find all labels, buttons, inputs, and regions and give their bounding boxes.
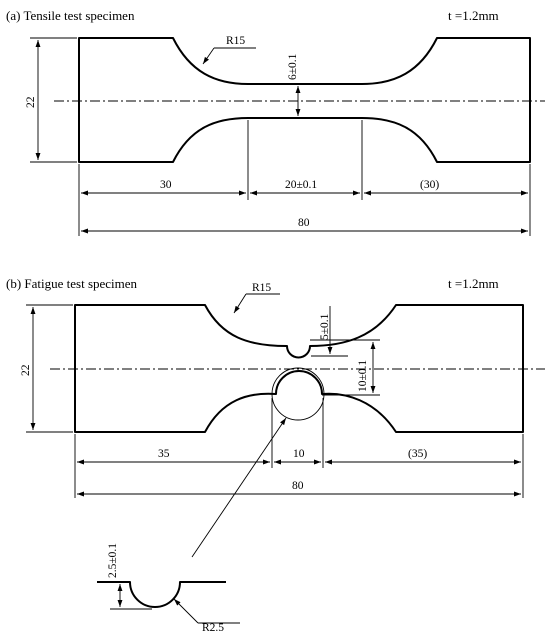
fatigue-radius-leader [233,293,247,314]
detail-leader [191,417,287,558]
fatigue-outline [74,304,524,433]
tensile-left-label: 30 [160,179,172,191]
notch-detail-outline [97,581,226,608]
fatigue-thickness: t =1.2mm [448,276,499,291]
tensile-radius-label: R15 [226,35,245,47]
notch-detail: 2.5±0.1 R2.5 [97,543,240,634]
fatigue-radius-label: R15 [252,282,271,294]
tensile-gauge-label: 20±0.1 [285,179,317,191]
tensile-right-label: (30) [420,179,439,191]
tensile-specimen: (a) Tensile test specimen t =1.2mm R15 6… [6,8,545,236]
tensile-outline [78,37,531,163]
tensile-radius-leader [202,47,215,65]
fatigue-total-label: 80 [292,480,304,492]
fatigue-mid-label: 10 [293,448,305,460]
detail-depth-label: 2.5±0.1 [107,543,119,578]
tensile-height-label: 22 [25,96,37,108]
tensile-total-label: 80 [298,217,310,229]
fatigue-height-label: 22 [20,364,32,376]
detail-radius-label: R2.5 [202,622,224,634]
detail-circle [271,367,325,421]
fatigue-neck-label: 10±0.1 [357,360,369,392]
fatigue-left-label: 35 [158,448,170,460]
detail-radius-leader [173,598,199,624]
tensile-neck-label: 6±0.1 [287,53,299,80]
fatigue-notch-label: 5±0.1 [319,313,331,340]
tensile-title: (a) Tensile test specimen [6,8,135,23]
fatigue-right-label: (35) [408,448,427,460]
fatigue-title: (b) Fatigue test specimen [6,276,138,291]
tensile-thickness: t =1.2mm [448,8,499,23]
fatigue-specimen: (b) Fatigue test specimen t =1.2mm R15 5… [6,276,545,558]
